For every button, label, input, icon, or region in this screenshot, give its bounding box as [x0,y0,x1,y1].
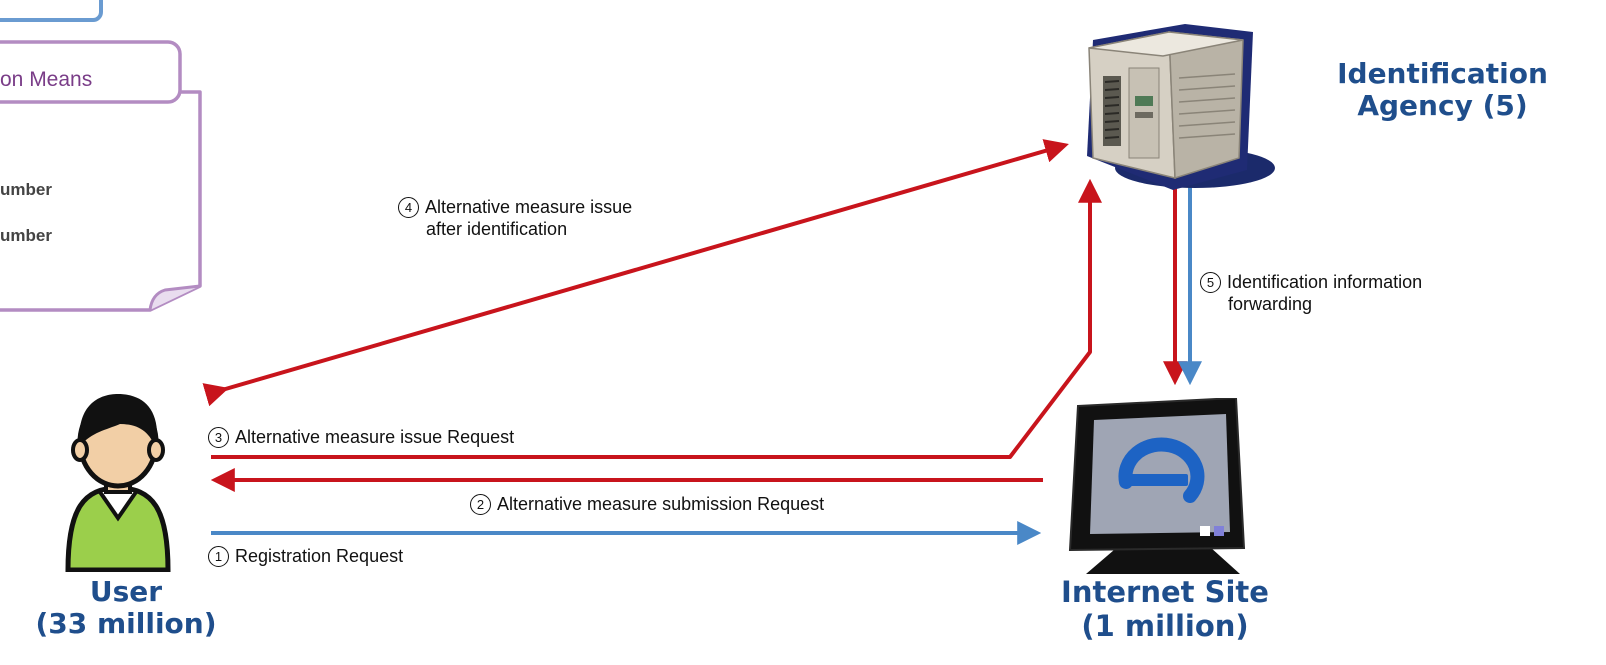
step-1-label: 1 Registration Request [208,545,403,567]
note-line-1: umber [0,180,52,199]
step-2-label: 2 Alternative measure submission Request [470,493,824,515]
arrow-step-3 [211,178,1102,459]
step-4-number: 4 [398,197,419,218]
step-3-text: Alternative measure issue Request [235,427,515,447]
server-icon [1087,24,1275,190]
step-4-text-2: after identification [426,219,568,240]
agency-label-line2: Agency (5) [1357,89,1528,123]
step-5-text: Identification information [1227,272,1423,292]
note-title: on Means [0,68,93,91]
site-label-line1: Internet Site [1061,575,1269,609]
step-5-label: 5 Identification information forwarding [1200,271,1422,315]
identification-means-note [0,40,202,312]
step-3-number: 3 [208,427,229,448]
step-1-number: 1 [208,546,229,567]
site-label-line2: (1 million) [1081,608,1249,643]
user-icon [65,394,171,572]
step-2-text: Alternative measure submission Request [497,494,825,514]
step-2-number: 2 [470,494,491,515]
identification-agency-label: Identification Agency (5) [1270,57,1606,123]
step-3-label: 3 Alternative measure issue Request [208,426,514,448]
user-label: User (33 million) [0,575,252,641]
internet-site-monitor-icon [1068,398,1246,574]
user-label-line2: (33 million) [35,607,217,641]
clipped-top-box [0,0,103,22]
agency-label-line1: Identification [1337,57,1548,90]
step-4-label: 4 Alternative measure issue after identif… [398,196,632,240]
internet-site-label: Internet Site (1 million) [1020,575,1310,643]
step-5-number: 5 [1200,272,1221,293]
note-line-2: umber [0,226,52,245]
step-4-text: Alternative measure issue [425,197,633,217]
arrow-step-4 [202,139,1069,407]
step-1-text: Registration Request [235,546,404,566]
user-label-line1: User [89,575,163,608]
step-5-text-2: forwarding [1228,294,1313,315]
